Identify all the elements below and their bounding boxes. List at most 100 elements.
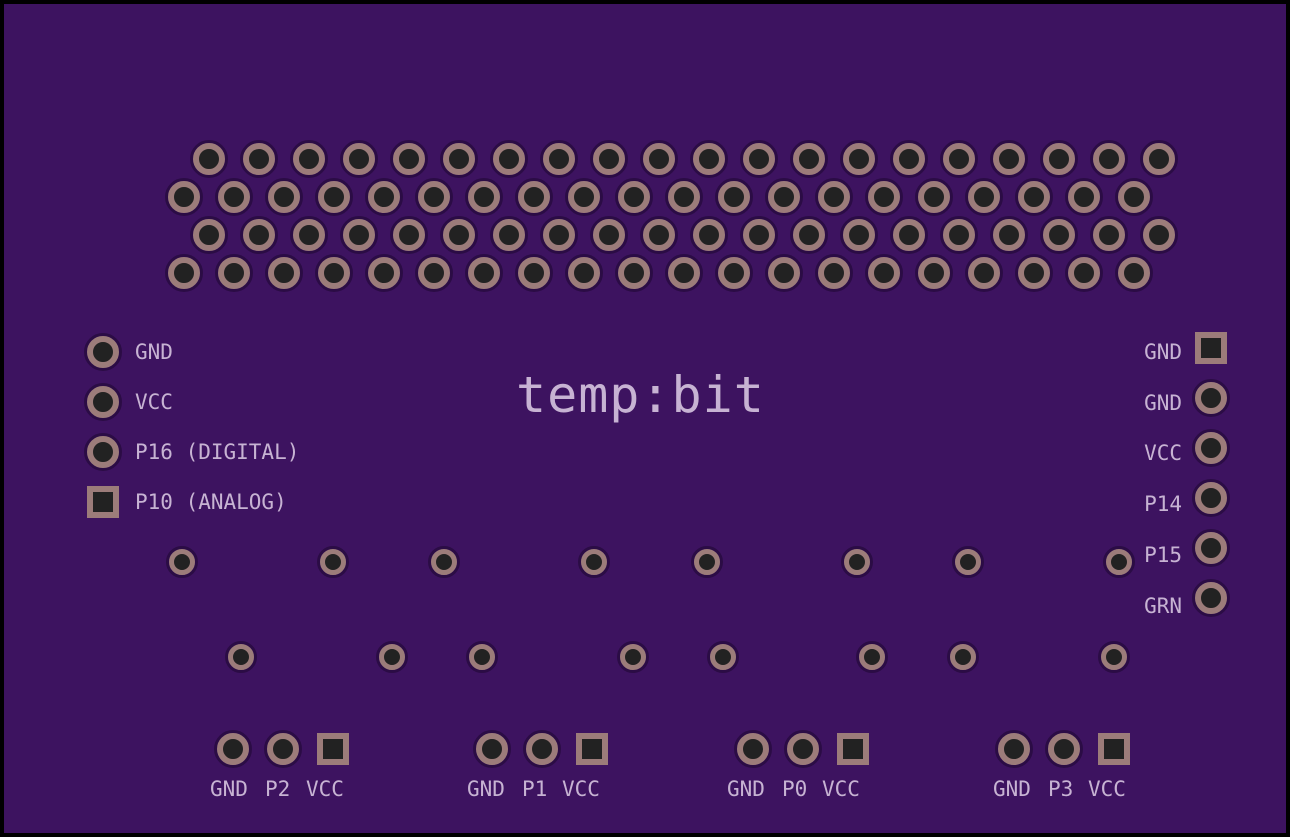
- edge-connector-pad: [968, 181, 1000, 213]
- connector-label: GND: [210, 777, 248, 801]
- edge-connector-pad: [343, 143, 375, 175]
- pad-ring: [165, 178, 203, 216]
- pcb-board: temp:bit GND VCC P16 (DIGITAL) P10 (ANAL…: [3, 3, 1287, 834]
- edge-connector-pad: [818, 181, 850, 213]
- edge-connector-pad: [868, 181, 900, 213]
- right-header-label: GRN: [1144, 594, 1182, 618]
- pad-ring: [790, 216, 828, 254]
- via-pad: [844, 549, 870, 575]
- edge-connector-pad: [1068, 257, 1100, 289]
- pad-ring: [1103, 546, 1135, 578]
- pad-ring: [1192, 529, 1230, 567]
- pad-ring: [365, 254, 403, 292]
- pad-ring: [640, 216, 678, 254]
- pad-ring: [190, 216, 228, 254]
- pad-ring: [790, 140, 828, 178]
- pad-ring: [947, 641, 979, 673]
- pad-ring: [540, 140, 578, 178]
- pad-ring: [990, 216, 1028, 254]
- left-header-pad-square: [87, 486, 119, 518]
- connector-label: VCC: [306, 777, 344, 801]
- edge-connector-pad: [1118, 257, 1150, 289]
- edge-connector-pad: [568, 257, 600, 289]
- pad-ring: [84, 383, 122, 421]
- connector-label: VCC: [562, 777, 600, 801]
- pad-ring: [565, 178, 603, 216]
- pad-ring: [1065, 178, 1103, 216]
- pad-ring: [1192, 379, 1230, 417]
- edge-connector-pad: [518, 257, 550, 289]
- pad-ring: [490, 216, 528, 254]
- pad-ring: [84, 333, 122, 371]
- edge-connector-pad: [943, 143, 975, 175]
- edge-connector-pad: [368, 257, 400, 289]
- edge-connector-pad: [243, 219, 275, 251]
- edge-connector-pad: [393, 143, 425, 175]
- edge-connector-pad: [568, 181, 600, 213]
- pad-ring: [915, 178, 953, 216]
- connector-gnd-pad: [998, 733, 1030, 765]
- connector-gnd-pad: [476, 733, 508, 765]
- pad-ring: [915, 254, 953, 292]
- edge-connector-pad: [818, 257, 850, 289]
- pad-ring: [765, 254, 803, 292]
- edge-connector-pad: [1118, 181, 1150, 213]
- pad-ring: [784, 730, 822, 768]
- pad-ring: [415, 254, 453, 292]
- right-header-label: P15: [1144, 543, 1182, 567]
- pad-ring: [715, 254, 753, 292]
- edge-connector-pad: [493, 143, 525, 175]
- edge-connector-pad: [693, 143, 725, 175]
- right-header-label: VCC: [1144, 441, 1182, 465]
- pad-ring: [1040, 140, 1078, 178]
- pad-ring: [365, 178, 403, 216]
- pad-ring: [390, 216, 428, 254]
- pad-ring: [1015, 178, 1053, 216]
- pad-ring: [640, 140, 678, 178]
- via-pad: [950, 644, 976, 670]
- edge-connector-pad: [243, 143, 275, 175]
- via-pad: [955, 549, 981, 575]
- edge-connector-pad: [1093, 219, 1125, 251]
- right-header-label: GND: [1144, 340, 1182, 364]
- pad-ring: [540, 216, 578, 254]
- edge-connector-pad: [443, 143, 475, 175]
- right-header-label: P14: [1144, 492, 1182, 516]
- connector-vcc-pad: [1098, 733, 1130, 765]
- connector-label: P3: [1048, 777, 1074, 801]
- pad-ring: [815, 178, 853, 216]
- edge-connector-pad: [668, 181, 700, 213]
- edge-connector-pad: [593, 219, 625, 251]
- edge-connector-pad: [318, 257, 350, 289]
- pad-ring: [1192, 479, 1230, 517]
- via-pad: [710, 644, 736, 670]
- edge-connector-pad: [893, 219, 925, 251]
- connector-vcc-pad: [837, 733, 869, 765]
- left-header-label: GND: [135, 340, 173, 364]
- edge-connector-pad: [268, 181, 300, 213]
- edge-connector-pad: [493, 219, 525, 251]
- via-pad: [859, 644, 885, 670]
- left-header-pad: [87, 436, 119, 468]
- pad-ring: [965, 254, 1003, 292]
- pad-ring: [340, 216, 378, 254]
- edge-connector-pad: [468, 257, 500, 289]
- connector-label: P0: [782, 777, 808, 801]
- pad-ring: [265, 178, 303, 216]
- pad-ring: [428, 546, 460, 578]
- pad-ring: [215, 178, 253, 216]
- edge-connector-pad: [843, 219, 875, 251]
- pad-ring: [590, 216, 628, 254]
- via-pad: [469, 644, 495, 670]
- pad-ring: [615, 254, 653, 292]
- pad-ring: [466, 641, 498, 673]
- pad-ring: [765, 178, 803, 216]
- pad-ring: [523, 730, 561, 768]
- pad-ring: [415, 178, 453, 216]
- edge-connector-pad: [718, 181, 750, 213]
- pad-ring: [865, 254, 903, 292]
- connector-vcc-pad: [576, 733, 608, 765]
- edge-connector-pad: [668, 257, 700, 289]
- pad-ring: [465, 254, 503, 292]
- edge-connector-pad: [543, 143, 575, 175]
